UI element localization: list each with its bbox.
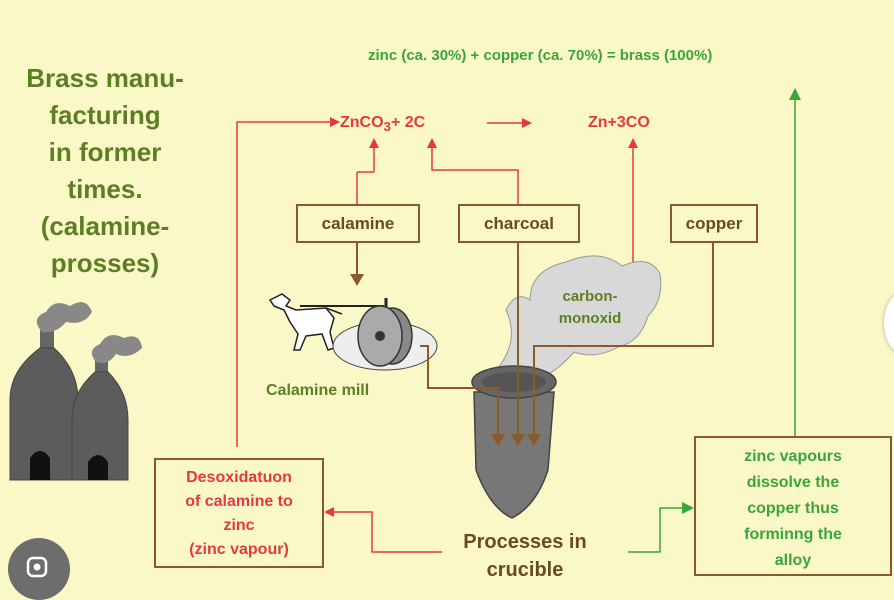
calamine-mill-label: Calamine mill (266, 382, 370, 399)
smoke-icon (36, 302, 142, 363)
desoxidation-box: Desoxidatuon of calamine to zinc (zinc v… (154, 458, 324, 568)
reaction-subscript: 3 (383, 119, 391, 135)
lens-icon[interactable] (8, 538, 70, 600)
carbon-monoxid-label: carbon- monoxid (558, 288, 622, 327)
brass-equation: zinc (ca. 30%) + copper (ca. 70%) = bras… (368, 47, 713, 64)
page-title: Brass manu- facturing in former times. (… (26, 63, 184, 278)
reaction-equation: ZnCO3+ 2C (340, 114, 425, 134)
calamine-box: calamine (296, 204, 420, 243)
diagram-canvas (9, 88, 801, 553)
millstone-icon (357, 305, 413, 367)
furnace-icon (9, 330, 129, 481)
charcoal-box: charcoal (458, 204, 580, 243)
next-button[interactable] (884, 292, 894, 354)
zinc-vapours-box: zinc vapours dissolve the copper thus fo… (694, 436, 892, 576)
copper-box: copper (670, 204, 758, 243)
reaction-right: + 2C (390, 114, 426, 131)
reaction-left: ZnCO (340, 114, 384, 131)
horse-icon (268, 293, 343, 351)
reaction-product: Zn+3CO (588, 114, 650, 131)
